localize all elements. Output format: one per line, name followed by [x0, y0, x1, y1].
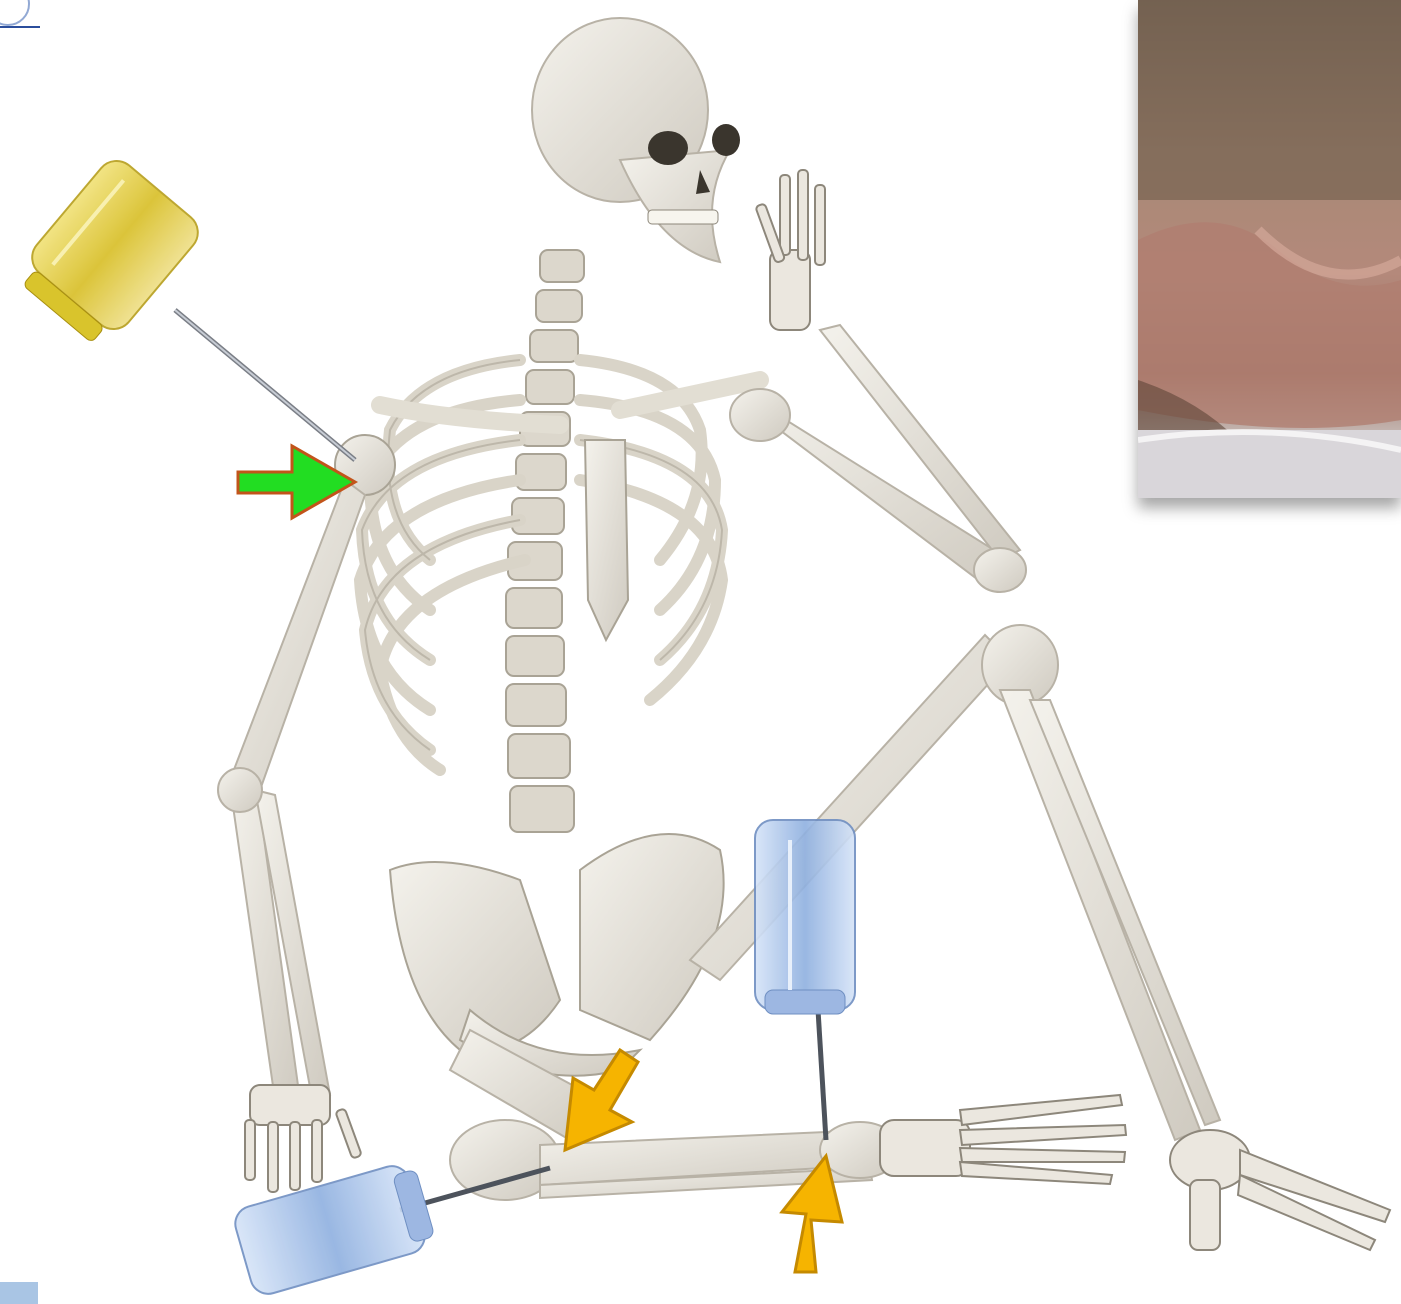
yellow-intraosseous-needle — [11, 153, 355, 460]
extended-leg — [450, 1030, 900, 1200]
blue-needle-tibia — [755, 820, 855, 1140]
left-hand — [245, 1085, 362, 1192]
right-hand — [755, 170, 825, 330]
photo-inset — [1138, 0, 1401, 498]
sternum — [585, 440, 628, 640]
spine — [506, 250, 584, 832]
skull — [532, 18, 740, 262]
corner-bar — [0, 1282, 38, 1304]
left-arm — [218, 480, 365, 1100]
bent-leg-foot — [1170, 1130, 1390, 1250]
pelvis — [390, 834, 724, 1076]
photo-content — [1138, 0, 1401, 498]
extended-leg-foot — [880, 1095, 1126, 1184]
right-arm — [730, 325, 1026, 592]
